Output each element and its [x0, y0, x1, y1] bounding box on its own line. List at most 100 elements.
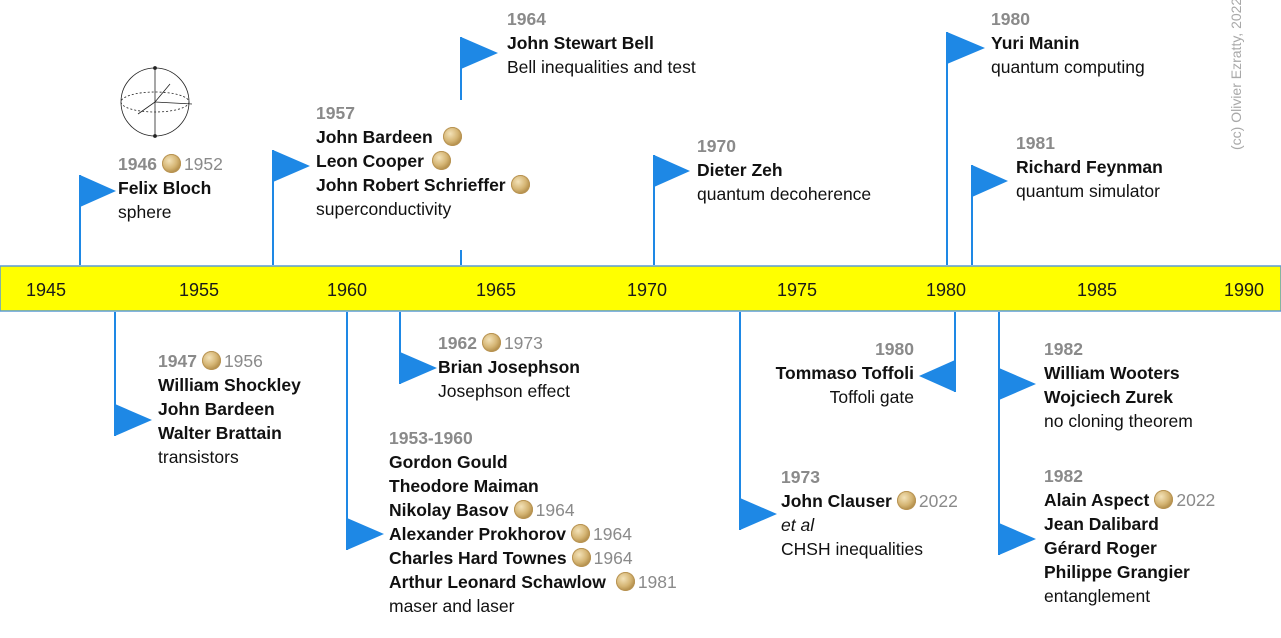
event-description: sphere: [118, 202, 172, 222]
event-description: transistors: [158, 447, 239, 467]
flag-laser: [346, 312, 384, 550]
nobel-medal-icon: [571, 524, 590, 543]
event-year: 1964: [507, 9, 546, 29]
person-name: Leon Cooper: [316, 151, 424, 171]
nobel-medal-icon: [442, 127, 462, 146]
event-description: quantum computing: [991, 57, 1145, 77]
event-description: no cloning theorem: [1044, 411, 1193, 431]
person-name: Yuri Manin: [991, 33, 1080, 53]
tick-1980: 1980: [926, 280, 966, 300]
nobel-medal-icon: [431, 151, 451, 170]
event-description: quantum simulator: [1016, 181, 1160, 201]
nobel-medal-icon: [615, 572, 635, 591]
flag-bell: [460, 37, 498, 265]
event-bcs: 1957 John Bardeen Leon Cooper John Rober…: [316, 101, 533, 221]
tick-1960: 1960: [327, 280, 367, 300]
flag-manin: [946, 32, 985, 265]
event-shockley: 1947 1956 William Shockley John Bardeen W…: [158, 349, 301, 469]
event-year: 1982: [1044, 466, 1083, 486]
event-manin: 1980 Yuri Manin quantum computing: [991, 7, 1145, 79]
person-name: Philippe Grangier: [1044, 562, 1190, 582]
flag-bloch: [79, 175, 116, 265]
flag-bcs: [272, 150, 310, 265]
flag-shockley: [114, 312, 152, 436]
event-bell: 1964 John Stewart Bell Bell inequalities…: [507, 7, 696, 79]
event-year: 1970: [697, 136, 736, 156]
person-name: Alexander Prokhorov: [389, 524, 566, 544]
tick-1965: 1965: [476, 280, 516, 300]
flag-feynman: [971, 165, 1008, 265]
person-name: Arthur Leonard Schawlow: [389, 572, 606, 592]
event-year: 1981: [1016, 133, 1055, 153]
event-description: quantum decoherence: [697, 184, 872, 204]
flag-toffoli: [919, 312, 956, 392]
person-name: Walter Brattain: [158, 423, 282, 443]
tick-1990: 1990: [1224, 280, 1264, 300]
person-name: Theodore Maiman: [389, 476, 539, 496]
nobel-medal-icon: [481, 333, 501, 352]
event-description: Josephson effect: [438, 381, 570, 401]
flag-wooters: [998, 312, 1036, 555]
event-feynman: 1981 Richard Feynman quantum simulator: [1016, 131, 1163, 203]
event-year: 1982: [1044, 339, 1083, 359]
event-zeh: 1970 Dieter Zeh quantum decoherence: [697, 134, 871, 206]
event-toffoli: 1980 Tommaso Toffoli Toffoli gate: [752, 337, 914, 409]
event-description: maser and laser: [389, 596, 515, 616]
nobel-year: 1964: [593, 548, 633, 568]
event-description: CHSH inequalities: [781, 539, 924, 559]
event-year: 1946: [118, 154, 157, 174]
person-name: Alain Aspect: [1044, 490, 1150, 510]
person-name: John Clauser: [781, 491, 892, 511]
flag-josephson: [399, 312, 437, 384]
nobel-medal-icon: [571, 548, 591, 567]
nobel-medal-icon: [1154, 490, 1174, 509]
et-al: et al: [781, 515, 815, 535]
event-wooters: 1982 William Wooters Wojciech Zurek no c…: [1044, 337, 1193, 433]
nobel-medal-icon: [201, 351, 221, 370]
event-description: superconductivity: [316, 199, 452, 219]
nobel-year: 1964: [593, 524, 632, 544]
person-name: Tommaso Toffoli: [775, 363, 914, 383]
person-name: Jean Dalibard: [1044, 514, 1159, 534]
nobel-year: 1964: [535, 500, 575, 520]
timeline-axis: [0, 265, 1281, 312]
person-name: John Bardeen: [158, 399, 275, 419]
person-name: Gérard Roger: [1044, 538, 1157, 558]
nobel-year: 2022: [918, 491, 958, 511]
axis-ticks: 1945 1955 1960 1965 1970 1975 1980 1985 …: [26, 280, 1264, 300]
nobel-year: 1981: [637, 572, 677, 592]
nobel-year: 1956: [223, 351, 263, 371]
person-name: William Wooters: [1044, 363, 1180, 383]
tick-1975: 1975: [777, 280, 817, 300]
person-name: Felix Bloch: [118, 178, 212, 198]
event-aspect: 1982 Alain Aspect 2022 Jean Dalibard Géra…: [1044, 464, 1215, 608]
event-year: 1957: [316, 103, 355, 123]
person-name: Brian Josephson: [438, 357, 580, 377]
person-name: Charles Hard Townes: [389, 548, 567, 568]
person-name: John Robert Schrieffer: [316, 175, 506, 195]
nobel-year: 1973: [503, 333, 543, 353]
person-name: William Shockley: [158, 375, 301, 395]
bloch-sphere-icon: [120, 66, 193, 138]
nobel-medal-icon: [896, 491, 916, 510]
event-description: entanglement: [1044, 586, 1151, 606]
nobel-year: 2022: [1176, 490, 1216, 510]
copyright-credit: (cc) Olivier Ezratty, 2022: [1228, 0, 1244, 150]
tick-1945: 1945: [26, 280, 66, 300]
event-laser: 1953-1960 Gordon Gould Theodore Maiman N…: [389, 426, 677, 618]
person-name: Wojciech Zurek: [1044, 387, 1174, 407]
person-name: Nikolay Basov: [389, 500, 509, 520]
event-year: 1980: [991, 9, 1030, 29]
event-description: Toffoli gate: [829, 387, 914, 407]
person-name: Richard Feynman: [1016, 157, 1163, 177]
flag-clauser: [739, 312, 777, 530]
person-name: John Bardeen: [316, 127, 433, 147]
event-description: Bell inequalities and test: [507, 57, 696, 77]
event-year: 1947: [158, 351, 197, 371]
person-name: Gordon Gould: [389, 452, 508, 472]
nobel-medal-icon: [161, 154, 181, 173]
nobel-medal-icon: [513, 500, 533, 519]
